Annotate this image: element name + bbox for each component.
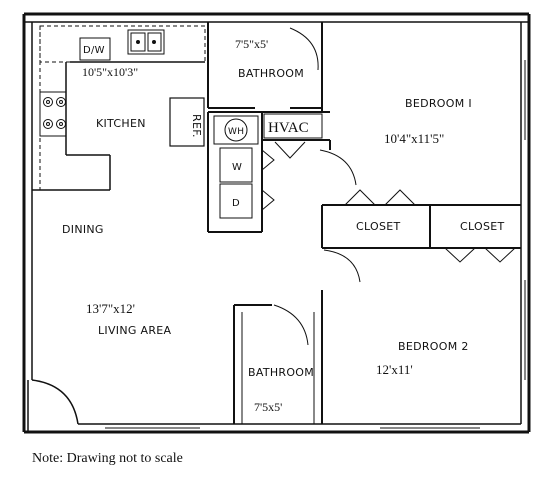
dining-label: DINING: [62, 223, 104, 236]
bedroom1-dims: 10'4"x11'5": [384, 131, 444, 146]
kitchen-label: KITCHEN: [96, 117, 146, 130]
living-label: LIVING AREA: [98, 324, 172, 337]
refrigerator: REF.: [169, 97, 205, 147]
bedroom2-dims: 12'x11': [376, 362, 413, 377]
water-heater: WH: [213, 115, 259, 145]
hall-walls: [321, 108, 521, 424]
entry-door: [27, 379, 82, 432]
kitchen-sink: [127, 29, 165, 55]
bedroom1-label: BEDROOM I: [405, 97, 472, 110]
bedroom1-door: [319, 149, 357, 186]
stove: [39, 91, 67, 137]
washer-dryer: W D: [219, 147, 253, 219]
closet-doors-bedroom1: [344, 189, 416, 206]
closet-right-label: CLOSET: [460, 220, 505, 233]
hvac-label: HVAC: [268, 120, 309, 136]
bedroom2-label: BEDROOM 2: [398, 340, 469, 353]
washer-label: W: [232, 162, 242, 173]
hvac-unit: HVAC: [263, 113, 323, 139]
bathroom-top-door: [289, 27, 319, 71]
kitchen-counters: [32, 25, 206, 191]
utility-walls: [207, 111, 330, 233]
kitchen-dims: 10'5"x10'3": [82, 65, 138, 79]
bathroom-top-walls: [207, 22, 323, 109]
living-dims: 13'7"x12': [86, 301, 135, 316]
dryer-label: D: [232, 198, 240, 209]
bathroom-bottom-label: BATHROOM: [248, 366, 314, 379]
exterior-walls: [22, 12, 531, 434]
water-heater-label: WH: [228, 127, 244, 137]
bathroom-bottom-dims: 7'5x5': [254, 400, 282, 414]
dishwasher-label: D/W: [83, 45, 105, 56]
bedroom2-door: [323, 249, 361, 283]
closet-left-label: CLOSET: [356, 220, 401, 233]
windows: [105, 60, 526, 429]
bathroom-top-label: BATHROOM: [238, 67, 304, 80]
bathroom-bottom-walls: [233, 304, 315, 424]
utility-bifold-doors: [261, 141, 306, 211]
bathroom-top-dims: 7'5"x5': [235, 37, 268, 51]
drawing-note: Note: Drawing not to scale: [32, 451, 183, 466]
bathroom-bottom-door: [273, 304, 309, 346]
refrigerator-label: REF.: [190, 114, 203, 138]
closet-doors-bedroom2: [444, 247, 516, 263]
dishwasher: D/W: [79, 37, 111, 61]
